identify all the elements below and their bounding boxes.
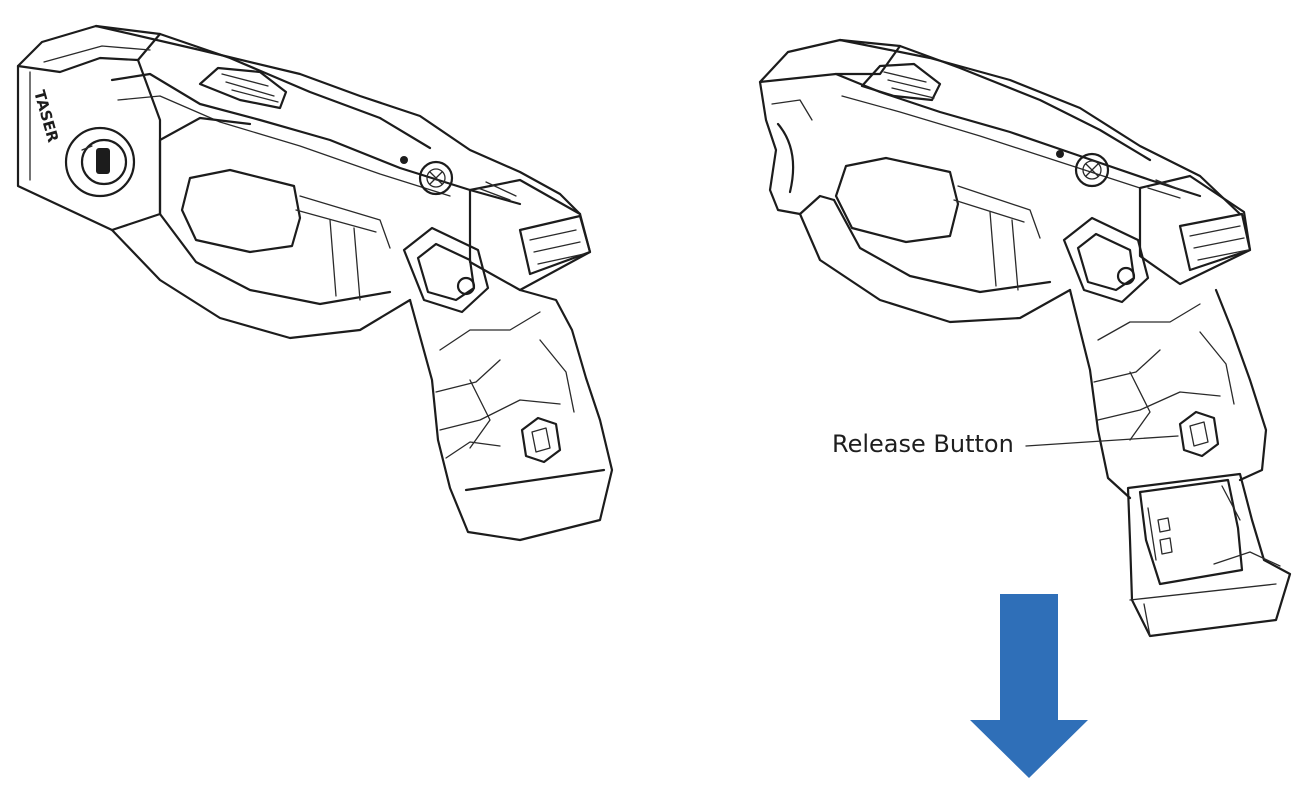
ejected-magazine <box>1126 472 1292 638</box>
device-assembled: TASER <box>16 24 614 542</box>
trigger-2 <box>1062 216 1150 304</box>
release-button-label: Release Button <box>832 430 1014 458</box>
device-brand-text: TASER <box>30 88 62 145</box>
trigger <box>402 226 490 314</box>
down-arrow-icon <box>970 594 1088 778</box>
top-rear-sight-2 <box>860 62 942 102</box>
safety-switch-icon-2 <box>1056 150 1110 188</box>
rear-block <box>468 178 592 292</box>
grip-release-button-icon <box>520 416 562 464</box>
release-button-icon <box>1178 410 1220 458</box>
device-disassembled <box>758 38 1292 638</box>
rear-block-2 <box>1138 174 1252 286</box>
callout-leader-line <box>1025 435 1179 447</box>
cartridge-badge-icon <box>64 126 136 198</box>
safety-switch-icon <box>400 156 454 196</box>
top-rear-sight <box>198 66 288 110</box>
